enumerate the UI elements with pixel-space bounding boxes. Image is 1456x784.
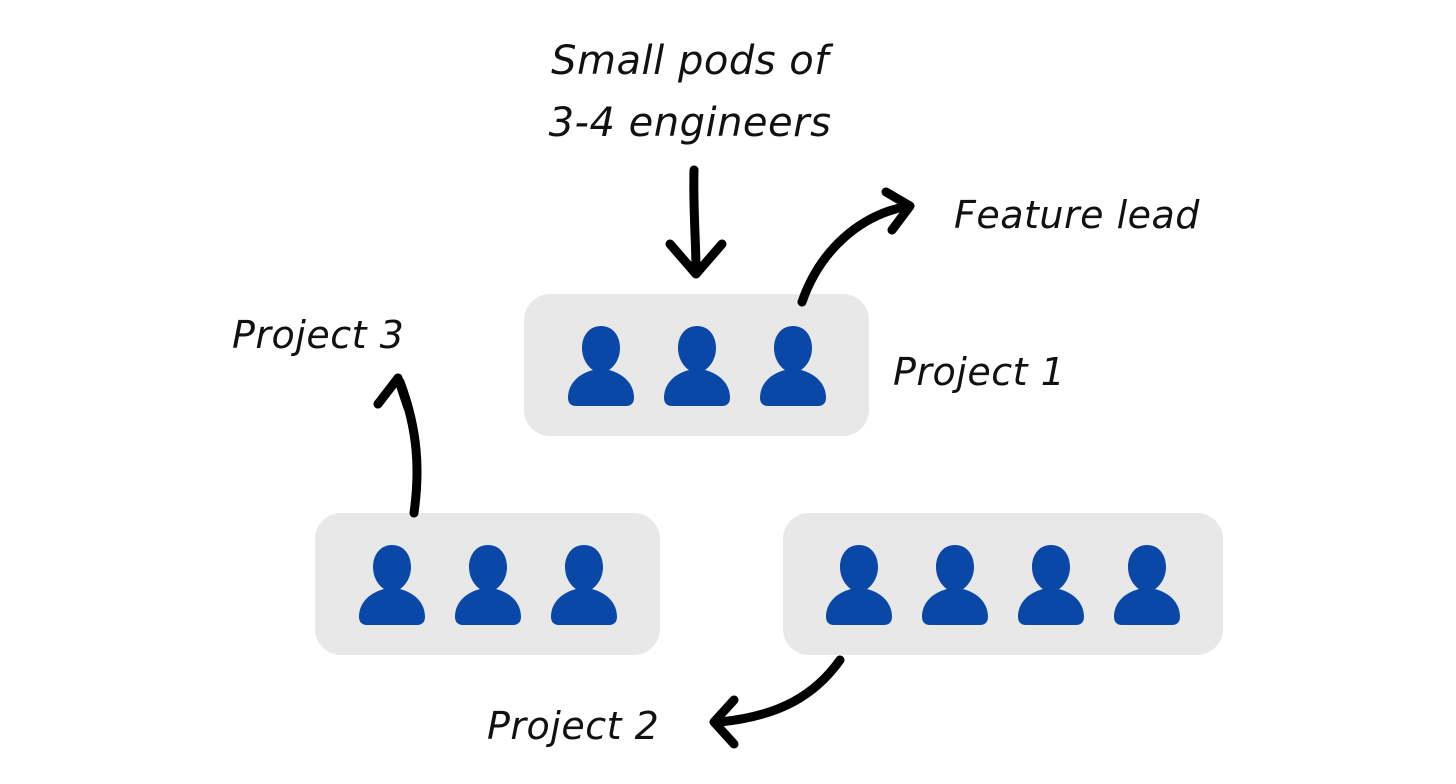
diagram-title: Small pods of 3-4 engineers [520,30,860,154]
person-icon [549,543,619,625]
project-2-label: Project 2 [487,704,660,748]
person-icon [566,324,636,406]
pod-project-3 [315,513,660,655]
person-icon [1016,543,1086,625]
feature-lead-arrow-icon [797,187,915,307]
person-icon [453,543,523,625]
pod-project-1 [524,294,869,436]
person-icon [662,324,732,406]
person-icon [1112,543,1182,625]
title-line-2: 3-4 engineers [548,100,832,146]
project-2-arrow-icon [709,655,845,749]
down-arrow-icon [665,165,727,279]
person-icon [824,543,894,625]
project-3-label: Project 3 [232,313,405,357]
pod-project-2 [783,513,1223,655]
person-icon [920,543,990,625]
person-icon [758,324,828,406]
title-line-1: Small pods of [551,38,829,84]
feature-lead-label: Feature lead [954,193,1200,237]
project-3-arrow-icon [373,373,422,518]
project-1-label: Project 1 [893,350,1066,394]
person-icon [357,543,427,625]
